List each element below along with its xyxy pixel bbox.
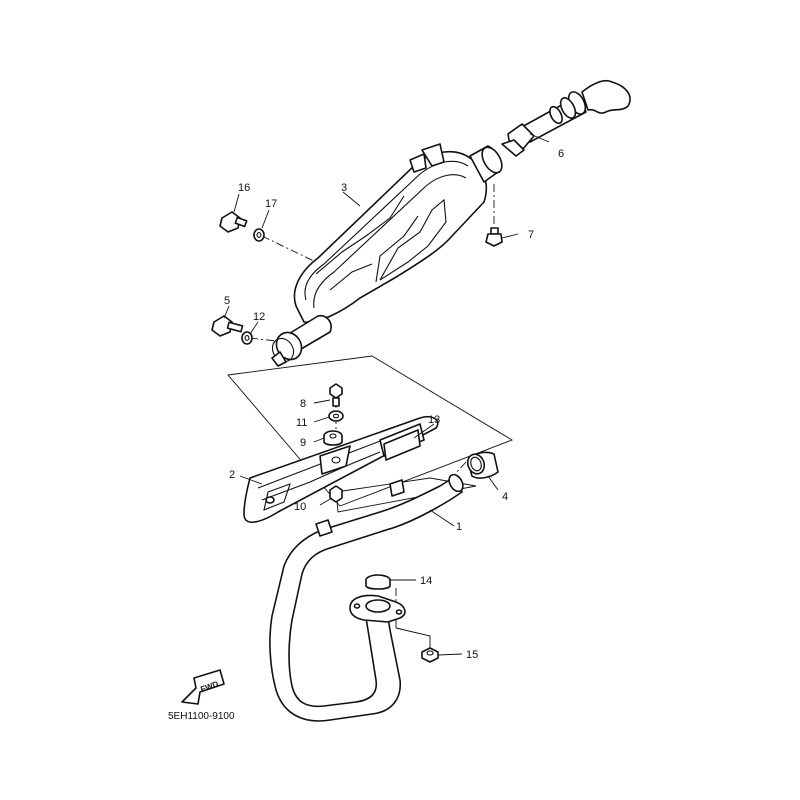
label-part-13 xyxy=(383,429,421,461)
leader-lines xyxy=(223,133,550,656)
callout-3: 3 xyxy=(341,182,347,194)
diagram-code: 5EH1100-9100 xyxy=(168,711,235,722)
inlet-pipe-part-6 xyxy=(501,79,631,157)
bolt-part-16 xyxy=(219,211,248,233)
forward-direction-arrow: FWD xyxy=(181,669,225,705)
callout-numbers: 1 2 3 4 5 6 7 8 9 10 11 12 13 14 15 16 1… xyxy=(224,148,564,661)
grommet-part-9 xyxy=(323,430,343,446)
callout-17: 17 xyxy=(265,198,277,210)
callout-4: 4 xyxy=(502,491,508,503)
callout-13: 13 xyxy=(428,414,440,426)
bolt-part-5 xyxy=(211,315,244,337)
washer-part-11 xyxy=(328,410,344,422)
callout-14: 14 xyxy=(420,575,432,587)
washer-part-17 xyxy=(253,228,265,242)
callout-7: 7 xyxy=(528,229,534,241)
washer-part-12 xyxy=(241,331,253,345)
callout-12: 12 xyxy=(253,311,265,323)
callout-15: 15 xyxy=(466,649,478,661)
muffler-part-3 xyxy=(271,143,503,367)
callout-2: 2 xyxy=(229,469,235,481)
nut-part-10 xyxy=(329,485,343,503)
exhaust-flange xyxy=(349,594,406,623)
callout-11: 11 xyxy=(296,417,307,429)
callout-8: 8 xyxy=(300,398,306,410)
callout-6: 6 xyxy=(558,148,564,160)
callout-5: 5 xyxy=(224,295,230,307)
callout-10: 10 xyxy=(294,501,306,513)
gasket-part-4 xyxy=(466,451,499,479)
nut-part-15 xyxy=(421,647,439,663)
bolt-part-7 xyxy=(485,227,503,247)
washer-17-guide-line xyxy=(261,235,317,263)
gasket-part-14 xyxy=(365,574,391,590)
gasket-4-guide-line xyxy=(454,461,467,475)
callout-1: 1 xyxy=(456,521,462,533)
bolt-part-8 xyxy=(329,383,343,407)
callout-16: 16 xyxy=(238,182,250,194)
callout-9: 9 xyxy=(300,437,306,449)
flange-guide xyxy=(395,627,431,650)
